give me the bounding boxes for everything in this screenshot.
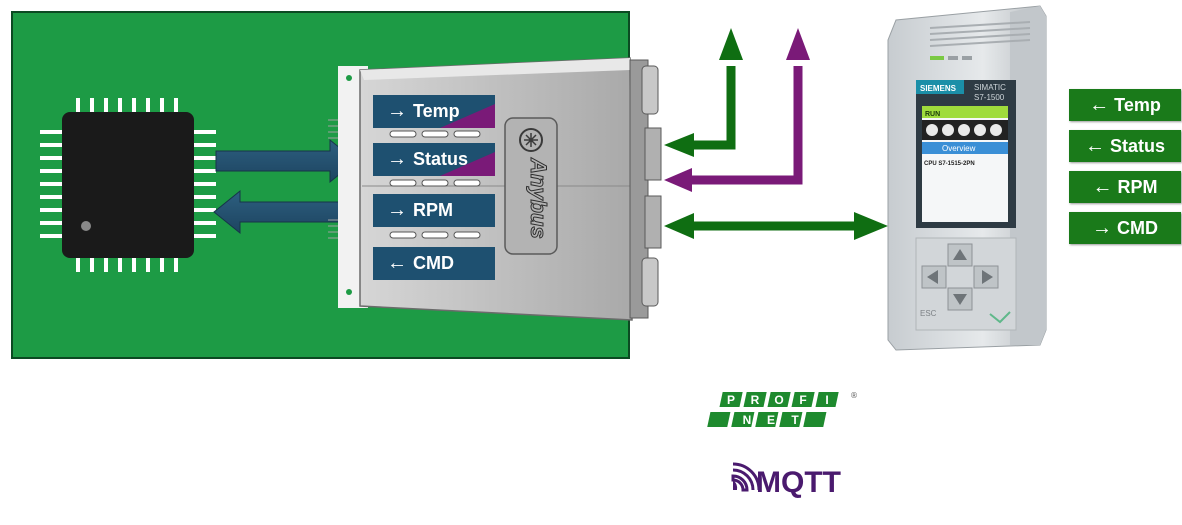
mqtt-text: MQTT (756, 466, 841, 499)
module-signal-status: → Status (373, 143, 495, 176)
module-brand: Anybus (526, 157, 551, 239)
plc-tag-status: ←Status (1069, 130, 1181, 162)
module-signal-cmd: ← CMD (373, 247, 495, 280)
plc-esc: ESC (920, 309, 937, 318)
green-arrow-up-head (719, 28, 743, 60)
arrow-right-icon: → (387, 100, 407, 122)
signal-label: Status (413, 149, 469, 169)
siemens-plc (887, 5, 1047, 351)
data-arrow-to-chip (213, 189, 355, 235)
arrow-left-icon: ← (1084, 135, 1105, 157)
profinet-letter: R (751, 393, 760, 407)
plc-tag-temp: ←Temp (1069, 89, 1181, 121)
signal-label: CMD (413, 253, 454, 273)
purple-arrow-up-head (786, 28, 810, 60)
purple-arrow-left-head (664, 168, 692, 192)
plc-line1: SIMATIC (974, 83, 1006, 92)
anybus-module (359, 57, 662, 321)
arrow-right-icon: → (387, 148, 407, 170)
plc-tag-rpm: ←RPM (1069, 171, 1181, 203)
profinet-letter: N (743, 413, 752, 427)
arrow-right-icon: → (1092, 217, 1112, 239)
profinet-letter: O (774, 393, 783, 407)
mqtt-logo-icon (731, 462, 761, 492)
arrow-right-icon: → (387, 199, 407, 221)
module-signal-temp: → Temp (373, 95, 495, 128)
green-arrow-left-head (664, 133, 694, 157)
anybus-logo-icon (519, 128, 543, 152)
profinet-letter: T (791, 413, 799, 427)
plc-line2: S7-1500 (974, 93, 1005, 102)
signal-label: RPM (413, 200, 453, 220)
plc-cpu: CPU S7-1515-2PN (924, 161, 975, 167)
arrow-left-icon: ← (1089, 94, 1110, 116)
registered-mark: ® (850, 391, 858, 400)
signal-label: Temp (413, 101, 460, 121)
profinet-letter: F (799, 393, 806, 407)
plc-corner-mark-icon (989, 311, 1011, 324)
profinet-letter: I (825, 393, 828, 407)
plc-maker: SIEMENS (920, 84, 957, 93)
module-signal-rpm: → RPM (373, 194, 495, 227)
tag-label: CMD (1117, 218, 1158, 238)
microcontroller-chip (40, 98, 216, 272)
arrow-left-icon: ← (387, 252, 407, 274)
purple-signal-line (688, 66, 803, 185)
plc-screen-title: Overview (942, 144, 976, 153)
tag-label: Temp (1114, 95, 1161, 115)
plc-tag-cmd: →CMD (1069, 212, 1181, 244)
profinet-logo (707, 392, 839, 427)
plc-mode: RUN (925, 111, 940, 118)
arrow-left-icon: ← (1092, 176, 1113, 198)
tag-label: Status (1109, 136, 1165, 156)
profinet-letter: P (727, 393, 735, 407)
profinet-letter: E (767, 413, 775, 427)
green-signal-line (690, 66, 736, 150)
tag-label: RPM (1117, 177, 1158, 197)
